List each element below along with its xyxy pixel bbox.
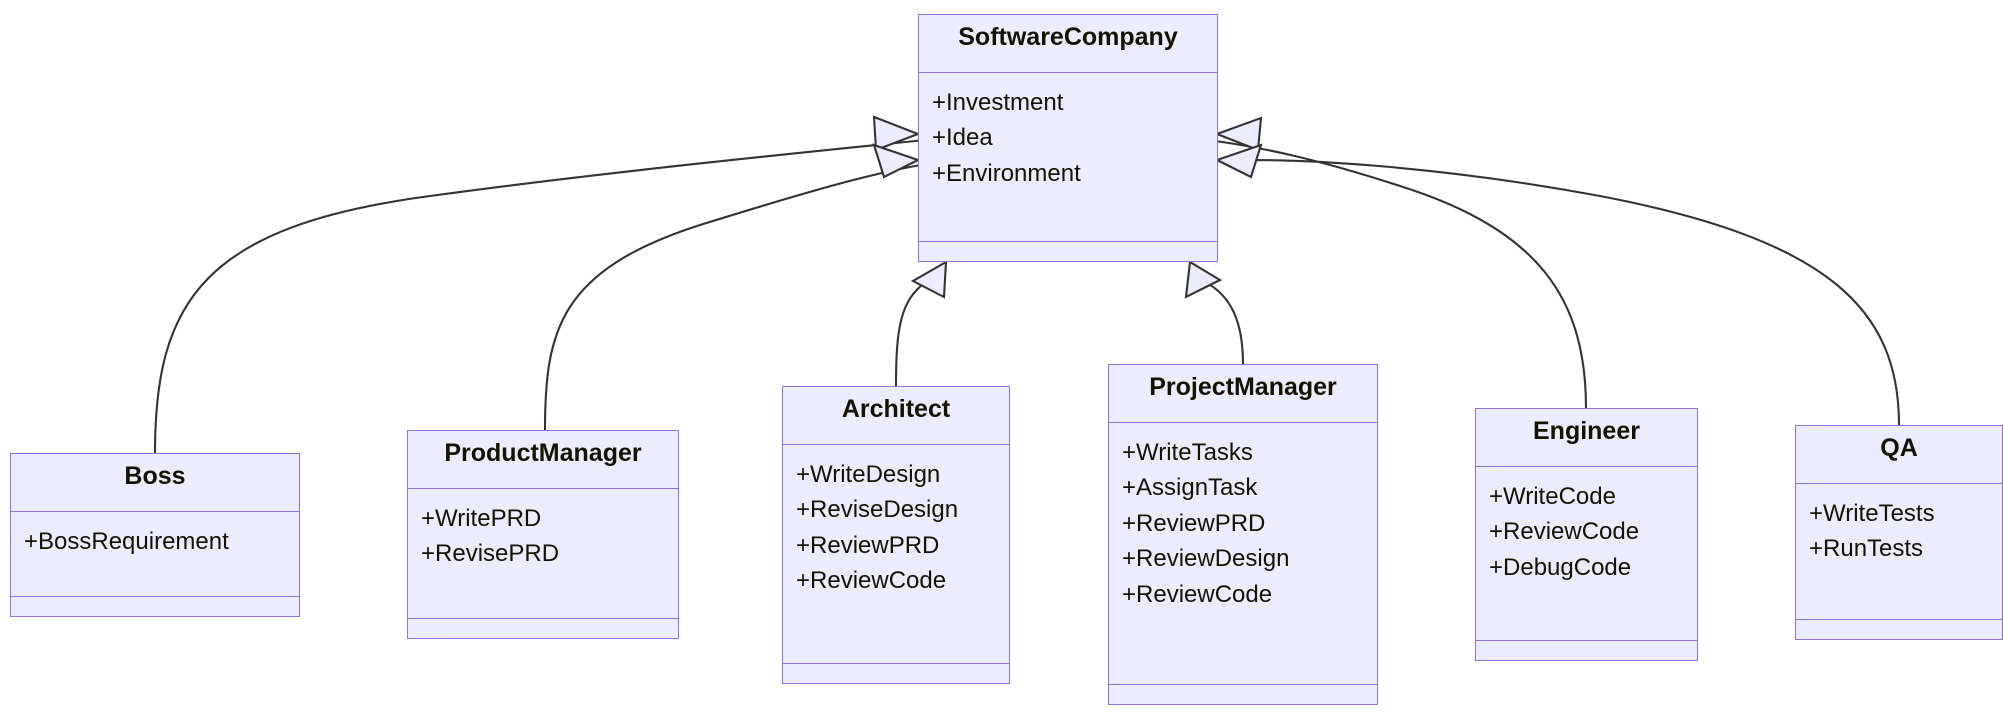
class-attributes-qa: +WriteTests +RunTests (1796, 484, 2002, 620)
class-node-architect[interactable]: Architect +WriteDesign +ReviseDesign +Re… (782, 386, 1010, 684)
class-attribute: +Idea (932, 124, 993, 152)
class-attributes-boss: +BossRequirement (11, 512, 299, 597)
class-attribute: +WriteCode (1489, 482, 1616, 510)
class-attribute: +RunTests (1809, 535, 1924, 563)
class-title-product-manager: ProductManager (408, 431, 678, 489)
class-attribute: +DebugCode (1489, 553, 1632, 581)
class-title-architect: Architect (783, 387, 1009, 445)
class-attribute: +ReviewCode (796, 567, 947, 595)
class-title-software-company: SoftwareCompany (919, 15, 1217, 73)
class-node-project-manager[interactable]: ProjectManager +WriteTasks +AssignTask +… (1108, 364, 1378, 705)
class-title-boss: Boss (11, 454, 299, 512)
class-attribute: +ReviseDesign (796, 496, 959, 524)
class-attribute: +RevisePRD (421, 540, 560, 568)
class-methods-engineer (1476, 641, 1697, 660)
edge-architect-to-company (894, 260, 948, 387)
class-attribute: +WriteTests (1809, 499, 1935, 527)
class-methods-qa (1796, 620, 2002, 639)
class-methods-project-manager (1109, 685, 1377, 704)
class-attribute: +AssignTask (1122, 474, 1258, 502)
class-node-software-company[interactable]: SoftwareCompany +Investment +Idea +Envir… (918, 14, 1218, 262)
class-attribute: +ReviewCode (1122, 580, 1273, 608)
class-attribute: +ReviewPRD (796, 531, 940, 559)
class-title-engineer: Engineer (1476, 409, 1697, 467)
class-attributes-engineer: +WriteCode +ReviewCode +DebugCode (1476, 467, 1697, 641)
class-node-boss[interactable]: Boss +BossRequirement (10, 453, 300, 617)
class-methods-boss (11, 597, 299, 616)
class-attribute: +WritePRD (421, 504, 542, 532)
class-attribute: +ReviewCode (1489, 518, 1640, 546)
class-title-project-manager: ProjectManager (1109, 365, 1377, 423)
class-attribute: +WriteTasks (1122, 438, 1253, 466)
class-attribute: +ReviewPRD (1122, 509, 1266, 537)
edge-project-manager-to-company (1184, 260, 1245, 365)
class-attributes-project-manager: +WriteTasks +AssignTask +ReviewPRD +Revi… (1109, 423, 1377, 685)
class-attribute: +BossRequirement (24, 527, 229, 555)
class-attribute: +Environment (932, 159, 1081, 187)
class-attributes-software-company: +Investment +Idea +Environment (919, 73, 1217, 242)
class-node-qa[interactable]: QA +WriteTests +RunTests (1795, 425, 2003, 640)
class-node-engineer[interactable]: Engineer +WriteCode +ReviewCode +DebugCo… (1475, 408, 1698, 661)
class-attributes-architect: +WriteDesign +ReviseDesign +ReviewPRD +R… (783, 445, 1009, 664)
class-methods-architect (783, 664, 1009, 683)
class-node-product-manager[interactable]: ProductManager +WritePRD +RevisePRD (407, 430, 679, 639)
class-attribute: +Investment (932, 88, 1064, 116)
class-methods-product-manager (408, 619, 678, 638)
class-attributes-product-manager: +WritePRD +RevisePRD (408, 489, 678, 619)
class-title-qa: QA (1796, 426, 2002, 484)
class-attribute: +ReviewDesign (1122, 545, 1290, 573)
class-methods-software-company (919, 242, 1217, 261)
class-attribute: +WriteDesign (796, 460, 941, 488)
